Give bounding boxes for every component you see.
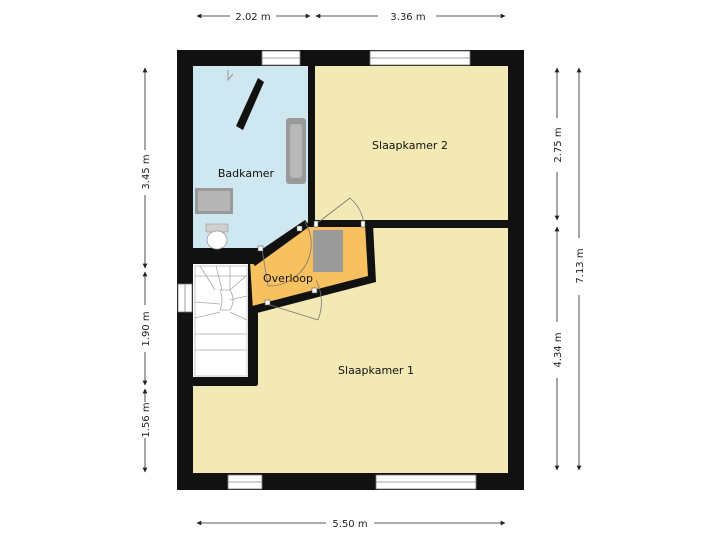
dimension-bottom-total: 5.50 m (332, 519, 367, 530)
dimension-top-right: 3.36 m (390, 12, 425, 23)
dimension-left-bottom: 1.56 m (141, 402, 152, 437)
interior-wall (252, 224, 376, 313)
slaapkamer-1-floor (193, 228, 508, 473)
room-label-badkamer: Badkamer (218, 167, 275, 180)
dimension-right-inner-bottom: 4.34 m (553, 332, 564, 367)
dimension-right-inner-top: 2.75 m (553, 127, 564, 162)
interior-wall (248, 306, 257, 386)
room-label-slaapkamer-1: Slaapkamer 1 (338, 364, 414, 377)
dimension-right-outer-total: 7.13 m (575, 248, 586, 283)
toilet-bowl (206, 230, 228, 250)
door-swings (261, 197, 365, 321)
door-frames (257, 220, 366, 306)
room-label-slaapkamer-2: Slaapkamer 2 (372, 139, 448, 152)
interior-wall (236, 78, 264, 130)
dimension-left-top: 3.45 m (141, 154, 152, 189)
shower-head (227, 70, 234, 82)
interior-wall (249, 220, 310, 266)
slaapkamer-2-floor (314, 66, 508, 222)
interior-wall (308, 66, 315, 224)
room-label-overloop: Overloop (263, 272, 313, 285)
landing-cabinet (313, 230, 343, 272)
interior-wall (308, 220, 508, 227)
dimension-left-middle: 1.90 m (141, 311, 152, 346)
dimension-top-left: 2.02 m (235, 12, 270, 23)
interior-wall (193, 248, 255, 264)
staircase (194, 265, 248, 377)
interior-wall (193, 377, 257, 386)
